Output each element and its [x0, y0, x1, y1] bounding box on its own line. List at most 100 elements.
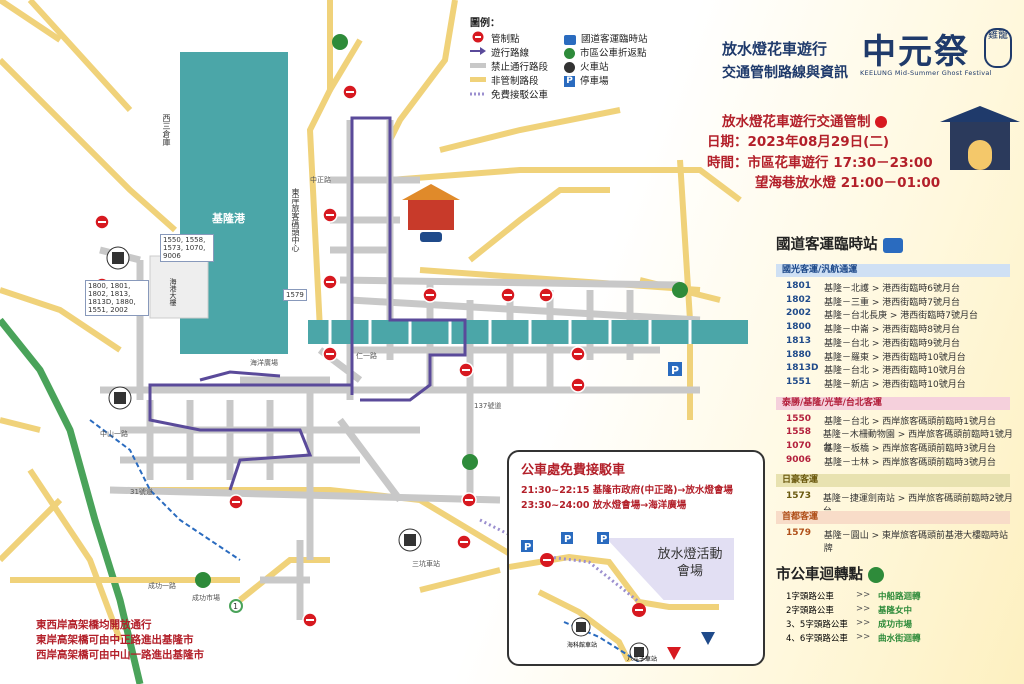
chenggong-label: 成功一路: [148, 581, 176, 590]
festival-seal: 雞籠: [984, 28, 1012, 68]
event-title: 放水燈花車遊行: [722, 40, 828, 58]
intercity-bus-icon: [882, 237, 903, 253]
legend-title: 圖例：: [470, 18, 500, 29]
legend-item-intercity: 國道客運臨時站: [564, 31, 648, 45]
control-point-icon: [875, 116, 888, 128]
east-terminal-label: 東岸旅客碼頭中心: [291, 188, 300, 252]
bus-group-header: 首都客運: [776, 511, 1010, 525]
zhengzhong-label: 中正路: [310, 175, 331, 184]
city-bus-arrow: >>: [856, 618, 871, 628]
road1-label: 1: [233, 602, 238, 611]
legend-item-closed: 禁止通行路段 火車站: [470, 59, 670, 73]
warehouse-label: 西三倉庫: [162, 114, 171, 146]
road137-label: 137號道: [474, 401, 501, 410]
legend-item-shuttle: 免費接駁公車: [470, 87, 670, 101]
shuttle-line-1: 21:30~22:15 基隆市政府(中正路)→放水燈會場: [521, 485, 733, 496]
city-bus-dest: 成功市場: [878, 620, 913, 630]
city-bus-arrow: >>: [856, 632, 871, 642]
bus-group-header: 泰勝/基隆/光華/台北客運: [776, 396, 1010, 410]
shuttle-map: P P P: [509, 532, 719, 662]
route-number: 9006: [786, 454, 812, 465]
road31-label: 31號道: [130, 487, 153, 496]
shuttle-panel: 公車處免費接駁車 21:30~22:15 基隆市政府(中正路)→放水燈會場 23…: [507, 450, 765, 666]
city-bus-row: 4、6字頭路公車 >> 曲水街迴轉: [786, 632, 921, 644]
svg-text:P: P: [671, 364, 679, 377]
legend-label: 禁止通行路段: [491, 62, 549, 73]
route-description: 基隆－台北 > 西岸旅客碼頭前臨時1號月台: [824, 416, 996, 427]
route-description: 基隆－板橋 > 西岸旅客碼頭前臨時3號月台: [824, 444, 996, 454]
temple-label: 主普壇: [415, 246, 433, 254]
city-bus-icon: [564, 48, 575, 59]
legend-item-control: 管制點 國道客運臨時站: [470, 31, 670, 45]
open-road-icon: [470, 75, 486, 86]
bus-stop-tag-c: 1579: [283, 289, 307, 301]
legend-item-train: 火車站: [564, 59, 609, 73]
city-bus-dest: 曲水街迴轉: [878, 634, 921, 644]
route-description: 基隆－台北長庚 > 港西街臨時7號月台: [824, 311, 978, 322]
shuttle-line-2: 23:30~24:00 放水燈會場→海洋廣場: [521, 500, 687, 511]
venue-label: 放水燈活動會場: [657, 547, 723, 579]
note-3: 西岸高架橋可由中山一路進出基隆市: [36, 649, 204, 661]
route-number: 1558: [786, 427, 812, 438]
market-label: 成功市場: [192, 593, 220, 602]
legend-label: 免費接駁公車: [491, 90, 549, 101]
ocean-plaza-label: 海洋廣場: [250, 358, 278, 367]
route-description: 基隆－圓山 > 東岸旅客碼頭前基港大樓臨時站牌: [823, 531, 1009, 555]
route-description: 基隆－士林 > 西岸旅客碼頭前臨時3號月台: [824, 457, 996, 468]
route-arrow-icon: [470, 46, 486, 58]
bus-route-row: 1801 基隆－北護 > 港西街臨時6號月台: [786, 281, 1016, 294]
city-bus-name: 2字頭路公車: [786, 606, 834, 616]
intercity-title: 國道客運臨時站: [776, 233, 903, 254]
city-bus-name: 4、6字頭路公車: [786, 634, 848, 644]
city-bus-title-text: 市公車迴轉點: [776, 567, 863, 583]
route-number: 1070: [786, 441, 812, 451]
control-time-parade: 時間：市區花車遊行 17:30－23:00: [707, 155, 933, 171]
parade-route: [148, 116, 467, 491]
city-bus-row: 3、5字頭路公車>>成功市場: [786, 618, 912, 630]
legend-label: 國道客運臨時站: [581, 34, 648, 45]
bus-route-row: 1070 基隆－板橋 > 西岸旅客碼頭前臨時3號月台: [786, 441, 1016, 454]
road-map: P 基隆港 主普壇 海洋廣場 31號道 成功一路 137號道 三坑車站 成功市場…: [0, 0, 748, 684]
train-station-icon: [106, 246, 422, 552]
shuttle-line-icon: [470, 89, 486, 100]
route-description: 基隆－北護 > 港西街臨時6號月台: [824, 284, 960, 294]
temple-gate-icon: [940, 106, 1020, 170]
bus-route-row: 1550 基隆－台北 > 西岸旅客碼頭前臨時1號月台: [786, 414, 1016, 427]
bus-stop-tag-a: 1550, 1558, 1573, 1070, 9006: [160, 234, 214, 262]
route-description: 基隆－三重 > 港西街臨時7號月台: [824, 297, 960, 308]
route-number: 1813: [786, 335, 812, 346]
rail-line: [89, 419, 241, 561]
rail-station-1-label: 海科館車站: [567, 642, 598, 649]
closed-roads: [99, 120, 701, 620]
control-date: 日期：2023年08月29日(二): [707, 134, 889, 150]
city-bus-name: 1字頭路公車: [786, 592, 834, 602]
temple-icon: [402, 184, 460, 242]
control-title-text: 放水燈花車遊行交通管制: [722, 114, 871, 130]
intercity-bus-icon: [564, 34, 576, 45]
route-number: 1579: [786, 528, 812, 539]
route-number: 1800: [786, 322, 812, 333]
city-bus-icon: [868, 567, 885, 583]
legend-item-route: 遊行路線 市區公車折返點: [470, 45, 670, 59]
bus-route-row: 1579 基隆－圓山 > 東岸旅客碼頭前基港大樓臨時站牌: [786, 528, 1016, 554]
route-number: 1801: [786, 281, 812, 291]
legend-label: 管制點: [491, 34, 520, 45]
note-2: 東岸高架橋可由中正路進出基隆市: [36, 634, 194, 646]
route-description: 基隆－木柵動物園 > 西岸旅客碼頭前臨時1號月台: [822, 430, 1013, 454]
closed-road-icon: [470, 61, 486, 72]
city-bus-dest: 基隆女中: [878, 606, 913, 616]
city-bus-row: 1字頭路公車>>中船路迴轉: [786, 590, 921, 602]
route-description: 基隆－台北 > 港西街臨時10號月台: [824, 366, 966, 377]
festival-name: 中元祭: [862, 32, 970, 72]
route-number: 1550: [786, 413, 812, 424]
control-point-icon: [470, 31, 486, 46]
city-bus-icon: [195, 34, 688, 588]
